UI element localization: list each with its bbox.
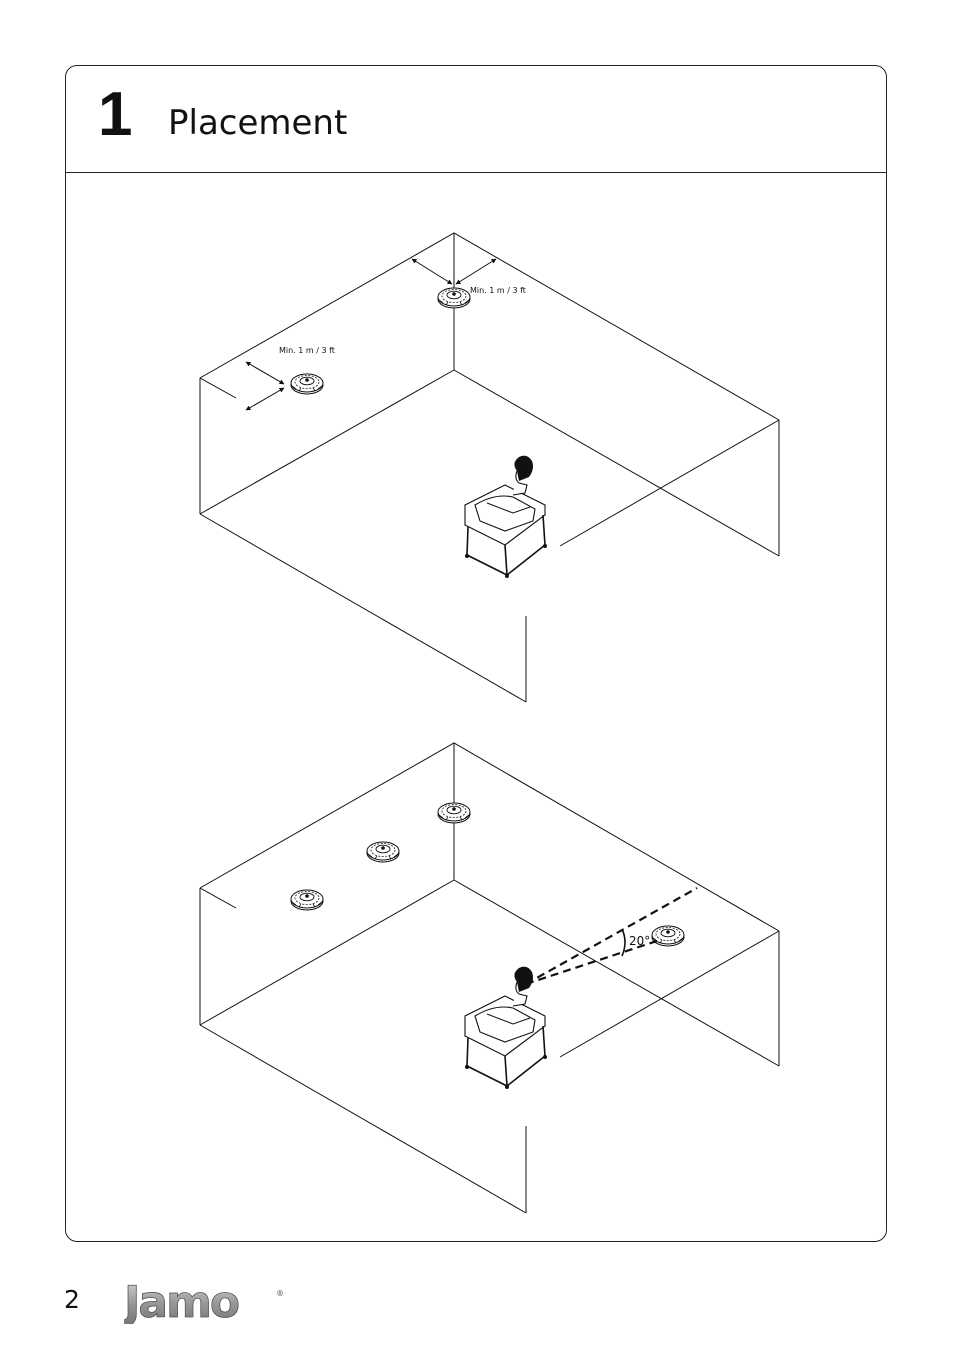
listener-icon	[465, 456, 547, 578]
speaker-corner-2	[438, 803, 470, 823]
jamo-logo: Jamo ®	[124, 1284, 289, 1324]
speaker-wall	[291, 374, 323, 394]
room-diagram-top: Min. 1 m / 3 ft Min. 1 m / 3 ft	[200, 233, 779, 702]
registered-mark: ®	[276, 1289, 284, 1298]
speaker-aimed	[652, 926, 684, 946]
listener-icon-2	[465, 967, 547, 1089]
speaker-corner	[438, 288, 470, 308]
distance-label-wall: Min. 1 m / 3 ft	[279, 346, 335, 355]
speaker-left	[291, 890, 323, 910]
distance-label-corner: Min. 1 m / 3 ft	[470, 286, 526, 295]
page-number: 2	[64, 1287, 80, 1312]
angle-label: 20°	[629, 934, 650, 948]
brand-wordmark: Jamo	[124, 1284, 239, 1324]
room-diagram-bottom: 20°	[200, 743, 779, 1213]
speaker-mid	[367, 842, 399, 862]
